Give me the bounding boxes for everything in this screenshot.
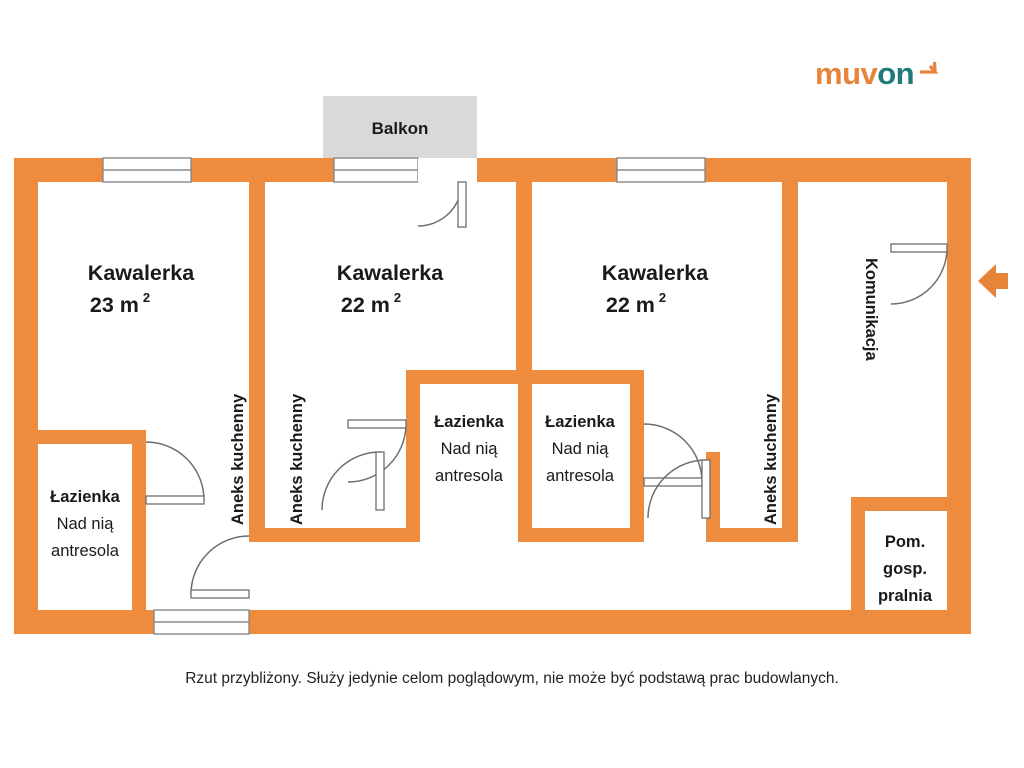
room-label-bathroom-middle: Łazienka Nad nią antresola bbox=[434, 413, 505, 485]
logo-text-muv: muv bbox=[815, 55, 878, 91]
window-studio-left bbox=[102, 157, 192, 183]
bathroom-middle-name: Łazienka bbox=[434, 413, 505, 431]
window-bottom-left bbox=[153, 609, 250, 635]
wall-partition-studio2-studio3 bbox=[516, 170, 532, 376]
door-bathroom-middle-left bbox=[347, 419, 407, 483]
studio-right-name: Kawalerka bbox=[602, 261, 709, 285]
window-studio-middle bbox=[333, 157, 419, 183]
wall-corridor-top-right bbox=[706, 528, 798, 542]
door-kitchenette-right bbox=[647, 459, 711, 519]
studio-middle-name: Kawalerka bbox=[337, 261, 444, 285]
utility-line1: Pom. bbox=[885, 533, 925, 551]
kitchenette-3-label: Aneks kuchenny bbox=[762, 393, 780, 525]
wall-corridor-top-left bbox=[249, 528, 420, 542]
room-label-bathroom-right: Łazienka Nad nią antresola bbox=[545, 413, 616, 485]
studio-left-name: Kawalerka bbox=[88, 261, 195, 285]
floorplan-drawing: Balkon bbox=[14, 96, 1008, 635]
doors-group bbox=[145, 181, 948, 599]
entrance-arrow-icon bbox=[978, 264, 1008, 298]
door-balcony bbox=[417, 181, 467, 228]
door-corridor-left bbox=[190, 535, 250, 599]
logo-text: muvon bbox=[815, 55, 915, 91]
wall-bathroom-left-top bbox=[36, 430, 146, 444]
bathroom-right-note1: Nad nią bbox=[552, 440, 610, 458]
bathroom-middle-note2: antresola bbox=[435, 467, 504, 485]
kitchenette-1-label: Aneks kuchenny bbox=[229, 393, 247, 525]
bathroom-left-note2: antresola bbox=[51, 542, 120, 560]
door-bathroom-middle-right bbox=[643, 423, 703, 487]
muvon-logo[interactable]: muvon bbox=[815, 50, 965, 96]
balcony-area: Balkon bbox=[323, 96, 477, 162]
bathroom-right-note2: antresola bbox=[546, 467, 615, 485]
walls-group bbox=[14, 158, 971, 634]
utility-line3: pralnia bbox=[878, 587, 933, 605]
bathroom-left-name: Łazienka bbox=[50, 488, 121, 506]
bathroom-middle-note1: Nad nią bbox=[441, 440, 499, 458]
window-studio-right bbox=[616, 157, 706, 183]
room-label-utility: Pom. gosp. pralnia bbox=[878, 533, 933, 605]
wall-bathroom-mid-left bbox=[406, 370, 420, 530]
wall-utility-top bbox=[851, 497, 951, 511]
arrow-up-right-icon bbox=[920, 61, 939, 74]
utility-line2: gosp. bbox=[883, 560, 927, 578]
bathroom-left-note1: Nad nią bbox=[57, 515, 115, 533]
room-label-bathroom-left: Łazienka Nad nią antresola bbox=[50, 488, 121, 560]
kitchenette-2-label: Aneks kuchenny bbox=[288, 393, 306, 525]
logo-text-on: on bbox=[877, 55, 915, 91]
balcony-shape bbox=[323, 96, 477, 162]
wall-bathroom-left-right bbox=[132, 430, 146, 616]
corridor-label: Komunikacja bbox=[862, 258, 880, 362]
disclaimer-text: Rzut przybliżony. Służy jedynie celom po… bbox=[185, 670, 839, 687]
door-entrance bbox=[890, 243, 948, 305]
door-bathroom-left bbox=[145, 441, 205, 505]
bathroom-right-name: Łazienka bbox=[545, 413, 616, 431]
wall-corridor-top-mid bbox=[518, 528, 644, 542]
wall-exterior-left bbox=[14, 158, 38, 634]
wall-partition-studio1-studio2 bbox=[249, 170, 265, 542]
door-kitchenette-middle bbox=[321, 451, 385, 511]
windows-group bbox=[102, 157, 706, 635]
balcony-door-opening bbox=[418, 158, 477, 182]
wall-partition-studio3-corridor bbox=[782, 170, 798, 542]
balcony-label: Balkon bbox=[372, 119, 429, 138]
wall-bathroom-mid-right bbox=[630, 370, 644, 530]
wall-bathroom-divider bbox=[518, 370, 532, 530]
wall-utility-left bbox=[851, 497, 865, 617]
wall-exterior-right bbox=[947, 158, 971, 634]
